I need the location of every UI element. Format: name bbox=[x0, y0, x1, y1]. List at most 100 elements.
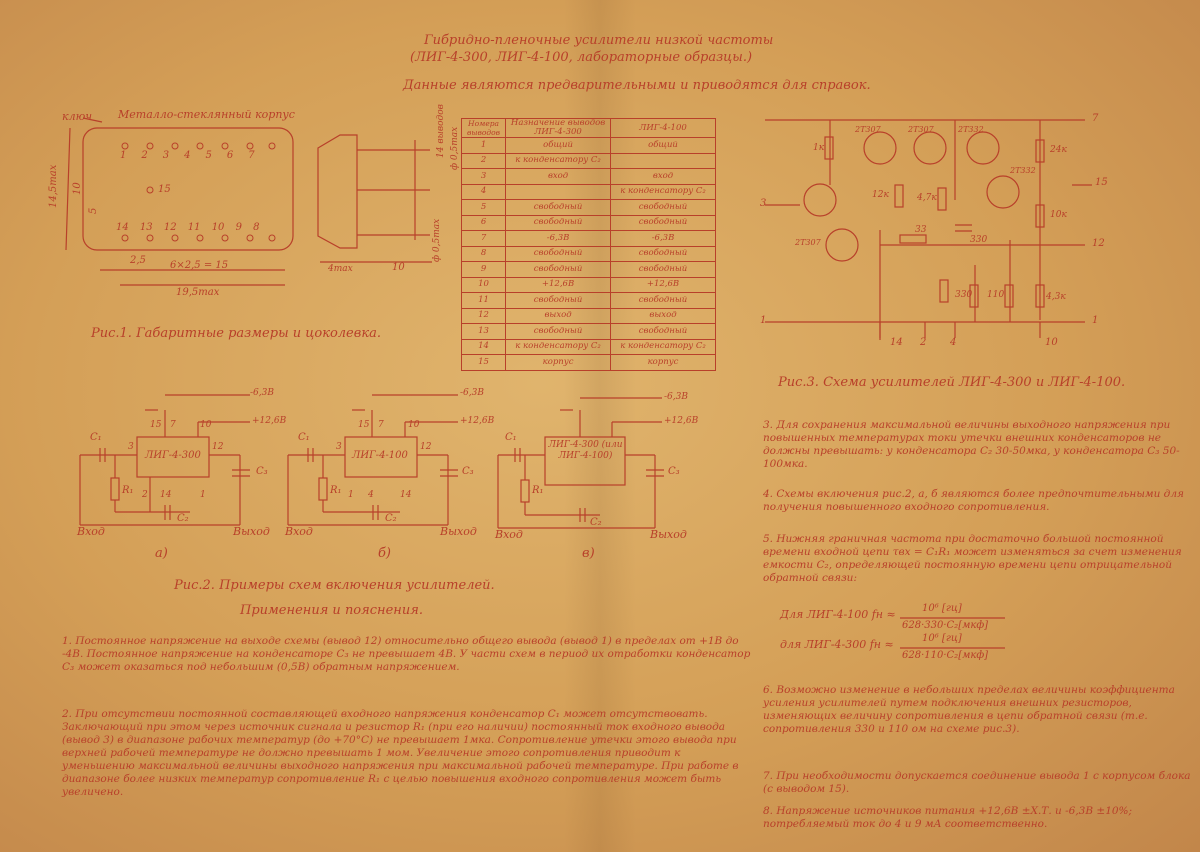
formula-300-num: 10⁶ [гц] bbox=[922, 633, 962, 644]
node-label: 1 bbox=[760, 315, 767, 326]
pin-label: 15 bbox=[150, 420, 162, 430]
pin-function-300: к конденсатору C₂ bbox=[505, 152, 612, 169]
pin-label: 7 bbox=[170, 420, 176, 430]
pin-function-300: свободный bbox=[505, 261, 612, 278]
supply-pos-label: +12,6В bbox=[252, 416, 287, 426]
fig2v-circuit bbox=[497, 397, 664, 529]
transistor-label: 2Т332 bbox=[1010, 166, 1036, 175]
part-c3: C₃ bbox=[462, 466, 474, 477]
chip-label-a: ЛИГ-4-300 bbox=[145, 450, 201, 461]
dim-side-4: 4max bbox=[328, 264, 353, 274]
note-4: 4. Схемы включения рис.2, а, б являются … bbox=[763, 488, 1184, 513]
supply-neg-label: -6,3В bbox=[250, 388, 274, 398]
note-2: 2. При отсутствии постоянной составляюще… bbox=[62, 708, 739, 798]
pin-number: 13 bbox=[460, 323, 507, 340]
node-label: 7 bbox=[1092, 113, 1099, 124]
pin-function-100 bbox=[610, 152, 716, 169]
pin-function-100: -6,3В bbox=[610, 230, 716, 247]
pin-label: 12 bbox=[420, 442, 432, 452]
output-label: Выход bbox=[650, 528, 687, 541]
pin-function-100: свободный bbox=[610, 245, 716, 262]
title-line-2: (ЛИГ-4-300, ЛИГ-4-100, лабораторные обра… bbox=[410, 50, 753, 65]
pin-number: 12 bbox=[460, 307, 507, 324]
pin-function-300: свободный bbox=[505, 292, 612, 309]
part-c2: C₂ bbox=[385, 513, 397, 524]
pin-number: 14 bbox=[460, 338, 507, 355]
note-1: 1. Постоянное напряжение на выходе схемы… bbox=[62, 635, 751, 673]
resistor-label: 10к bbox=[1050, 210, 1067, 220]
pin-function-300 bbox=[505, 183, 612, 200]
table-row: 7-6,3В-6,3В bbox=[460, 230, 716, 247]
pin-label: 12 bbox=[212, 442, 224, 452]
fig3-schematic bbox=[765, 119, 1092, 340]
output-label: Выход bbox=[440, 525, 477, 538]
pin-label: 2 bbox=[142, 490, 148, 500]
pin-label: 14 bbox=[400, 490, 412, 500]
part-c1: C₁ bbox=[298, 432, 310, 443]
part-c2: C₂ bbox=[177, 513, 189, 524]
supply-neg-label: -6,3В bbox=[664, 392, 688, 402]
transistor-label: 2Т307 bbox=[795, 238, 821, 247]
pin-function-100: свободный bbox=[610, 323, 716, 340]
pin-function-100: свободный bbox=[610, 261, 716, 278]
input-label: Вход bbox=[285, 525, 313, 538]
pin-function-100: к конденсатору C₂ bbox=[610, 338, 716, 355]
pin-function-300: свободный bbox=[505, 199, 612, 216]
pin-number: 10 bbox=[460, 276, 507, 293]
input-label: Вход bbox=[77, 525, 105, 538]
pin-label: 10 bbox=[200, 420, 212, 430]
note-7: 7. При необходимости допускается соедине… bbox=[763, 770, 1191, 795]
pin-number: 2 bbox=[460, 152, 507, 169]
col-header-pin: Номера выводов bbox=[460, 118, 507, 138]
note-6: 6. Возможно изменение в небольших предел… bbox=[763, 684, 1175, 735]
resistor-label: 24к bbox=[1050, 145, 1067, 155]
pin-number: 4 bbox=[460, 183, 507, 200]
pin-function-300: свободный bbox=[505, 214, 612, 231]
sub-label-a: а) bbox=[155, 546, 168, 561]
chip-label-b: ЛИГ-4-100 bbox=[352, 450, 408, 461]
pin-number: 11 bbox=[460, 292, 507, 309]
dim-span: 6×2,5 = 15 bbox=[170, 260, 229, 271]
chip-a bbox=[136, 436, 210, 478]
pin-label: 3 bbox=[128, 442, 134, 452]
part-c2: C₂ bbox=[590, 517, 602, 528]
pin-function-100: свободный bbox=[610, 292, 716, 309]
node-label: 1 bbox=[1092, 315, 1099, 326]
pin-function-300: корпус bbox=[505, 354, 612, 371]
table-row: 4 к конденсатору C₂ bbox=[460, 183, 716, 200]
pin-label: 3 bbox=[336, 442, 342, 452]
pin-function-100: к конденсатору C₂ bbox=[610, 183, 716, 200]
output-label: Выход bbox=[233, 525, 270, 538]
top-pin-numbers: 1234567 bbox=[120, 150, 270, 161]
col-header-300: Назначение выводов ЛИГ-4-300 bbox=[505, 118, 612, 138]
pin-function-300: вход bbox=[505, 168, 612, 185]
pin-function-300: свободный bbox=[505, 323, 612, 340]
resistor-label: 1к bbox=[813, 143, 825, 153]
resistor-label: 330 bbox=[955, 290, 973, 300]
case-label: Металло-стеклянный корпус bbox=[118, 108, 295, 121]
pin-function-100: свободный bbox=[610, 214, 716, 231]
part-r1: R₁ bbox=[122, 485, 134, 496]
node-label: 15 bbox=[1095, 177, 1108, 188]
key-label: ключ bbox=[62, 110, 93, 123]
pin-number: 3 bbox=[460, 168, 507, 185]
part-c1: C₁ bbox=[90, 432, 102, 443]
formula-300-den: 628·110·C₂[мкф] bbox=[902, 650, 989, 661]
fig2a-circuit bbox=[79, 394, 250, 526]
resistor-label: 12к bbox=[872, 190, 889, 200]
package-outline bbox=[82, 127, 294, 251]
pin-function-300: к конденсатору C₂ bbox=[505, 338, 612, 355]
pin-function-100: свободный bbox=[610, 199, 716, 216]
note-3: 3. Для сохранения максимальной величины … bbox=[763, 419, 1180, 470]
supply-neg-label: -6,3В bbox=[460, 388, 484, 398]
dim-pins: 14 выводов bbox=[436, 104, 446, 158]
pin-number: 8 bbox=[460, 245, 507, 262]
pin-number: 15 bbox=[460, 354, 507, 371]
